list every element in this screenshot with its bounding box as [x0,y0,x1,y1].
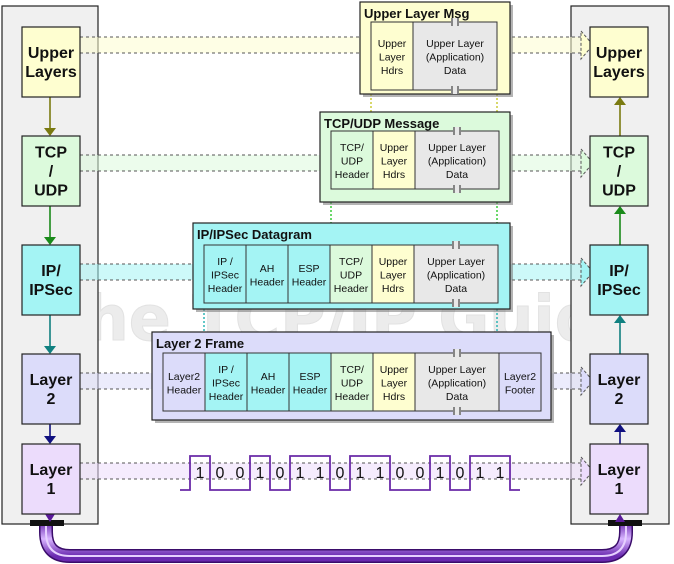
layer-label-ip: IP/IPSec [597,263,641,299]
cell-ip-5: Upper Layer(Application)Data [427,256,486,295]
layer-box-tcp-right: TCP/UDP [589,135,649,207]
waveform-line [180,455,520,491]
up-arrowhead-2 [614,315,626,323]
bit-3: 1 [256,465,265,482]
message-title-ip: IP/IPSec Datagram [197,227,312,242]
data-break-gap [452,241,460,249]
message-title-upper: Upper Layer Msg [364,6,470,21]
bit-15: 1 [496,465,505,482]
bit-5: 1 [296,465,305,482]
bit-11: 0 [416,465,425,482]
layer-label-tcp: TCP/UDP [602,145,636,200]
data-break-gap [452,299,460,307]
down-arrowhead-3 [44,436,56,444]
layer-label-tcp: TCP/UDP [34,145,68,200]
bit-13: 0 [456,465,465,482]
physical-link-bus [30,520,642,563]
data-break-gap [453,185,461,193]
bit-2: 0 [236,465,245,482]
data-break-gap [451,18,459,26]
bit-12: 1 [436,465,445,482]
bit-10: 0 [396,465,405,482]
data-break-gap [453,407,461,415]
up-arrowhead-1 [614,206,626,214]
bit-6: 1 [316,465,325,482]
bit-4: 0 [276,465,285,482]
layer-label-ip: IP/IPSec [29,263,73,299]
layer-box-tcp-left: TCP/UDP [21,135,81,207]
up-arrowhead-0 [614,97,626,105]
cell-upper-1: Upper Layer(Application)Data [426,38,485,77]
cell-tcp-2: Upper Layer(Application)Data [428,142,487,181]
bit-1: 0 [216,465,225,482]
data-break-gap [451,86,459,94]
bit-9: 1 [376,465,385,482]
layer-box-ip-right: IP/IPSec [589,244,649,316]
down-arrowhead-2 [44,346,56,354]
bit-14: 1 [476,465,485,482]
data-break-gap [453,349,461,357]
l1-to-bus-arrow-left [45,514,55,522]
layer-box-ip-left: IP/IPSec [21,244,81,316]
message-title-l2: Layer 2 Frame [156,336,244,351]
bit-0: 1 [196,465,205,482]
peer-arrow-upper [80,29,594,61]
down-arrowhead-1 [44,237,56,245]
bit-8: 1 [356,465,365,482]
up-arrowhead-3 [614,424,626,432]
cell-l2-6: Upper Layer(Application)Data [428,364,487,403]
bus-to-l1-arrow-right [615,514,625,522]
data-break-gap [453,127,461,135]
message-title-tcp: TCP/UDP Message [324,116,439,131]
bit-7: 0 [336,465,345,482]
down-arrowhead-0 [44,128,56,136]
